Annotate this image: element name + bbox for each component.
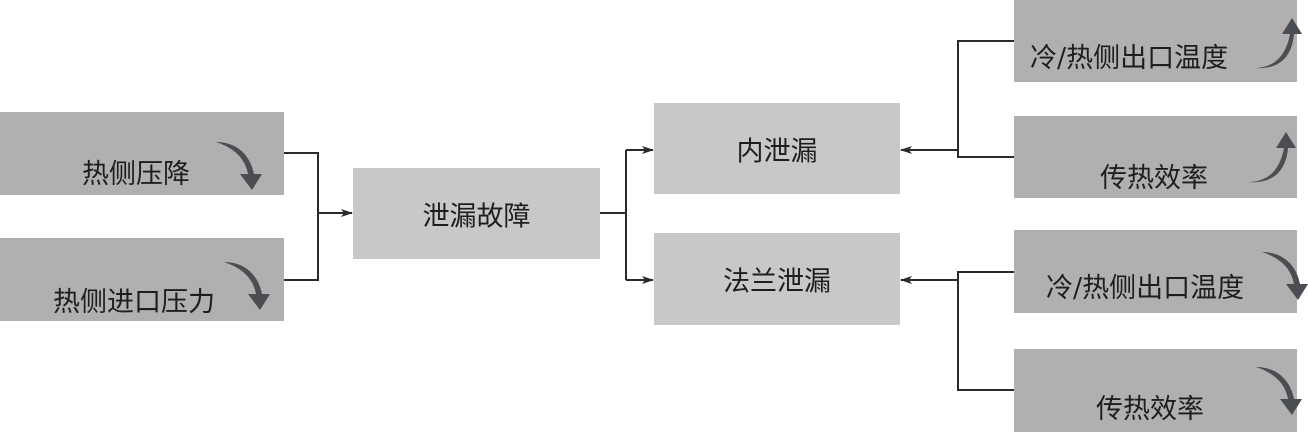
input-box-hot-side-inlet-pressure: 热侧进口压力 [0,238,284,321]
indicator-label: 冷/热侧出口温度 [1030,43,1229,74]
input-label: 热侧压降 [82,159,190,190]
internal-leak-box: 内泄漏 [654,103,900,194]
indicator-box-heat-efficiency-up: 传热效率 [1014,116,1297,198]
indicator-label: 传热效率 [1096,394,1204,425]
indicator-label: 传热效率 [1100,163,1208,194]
connector-internal-indicators [957,40,1014,158]
leak-fault-box: 泄漏故障 [353,168,600,259]
input-box-hot-side-pressure-drop: 热侧压降 [0,112,284,195]
trend-down-arrow-icon [1262,252,1308,300]
indicator-box-outlet-temp-up: 冷/热侧出口温度 [1014,0,1302,82]
trend-down-arrow-icon [224,262,270,310]
trend-down-arrow-icon [216,142,262,190]
input-label: 热侧进口压力 [53,287,215,318]
connector-flange-indicators [957,271,1014,391]
trend-up-arrow-icon [1254,18,1302,69]
fault-label: 泄漏故障 [422,201,531,232]
fault-type-label: 内泄漏 [736,136,818,167]
fault-type-label: 法兰泄漏 [723,266,831,298]
indicator-box-outlet-temp-down: 冷/热侧出口温度 [1014,230,1308,313]
indicator-label: 冷/热侧出口温度 [1046,273,1245,304]
trend-down-arrow-icon [1256,367,1302,415]
connector-inputs [284,152,319,281]
flange-leak-box: 法兰泄漏 [654,233,900,325]
trend-up-arrow-icon [1248,132,1296,183]
indicator-box-heat-efficiency-down: 传热效率 [1014,349,1302,432]
